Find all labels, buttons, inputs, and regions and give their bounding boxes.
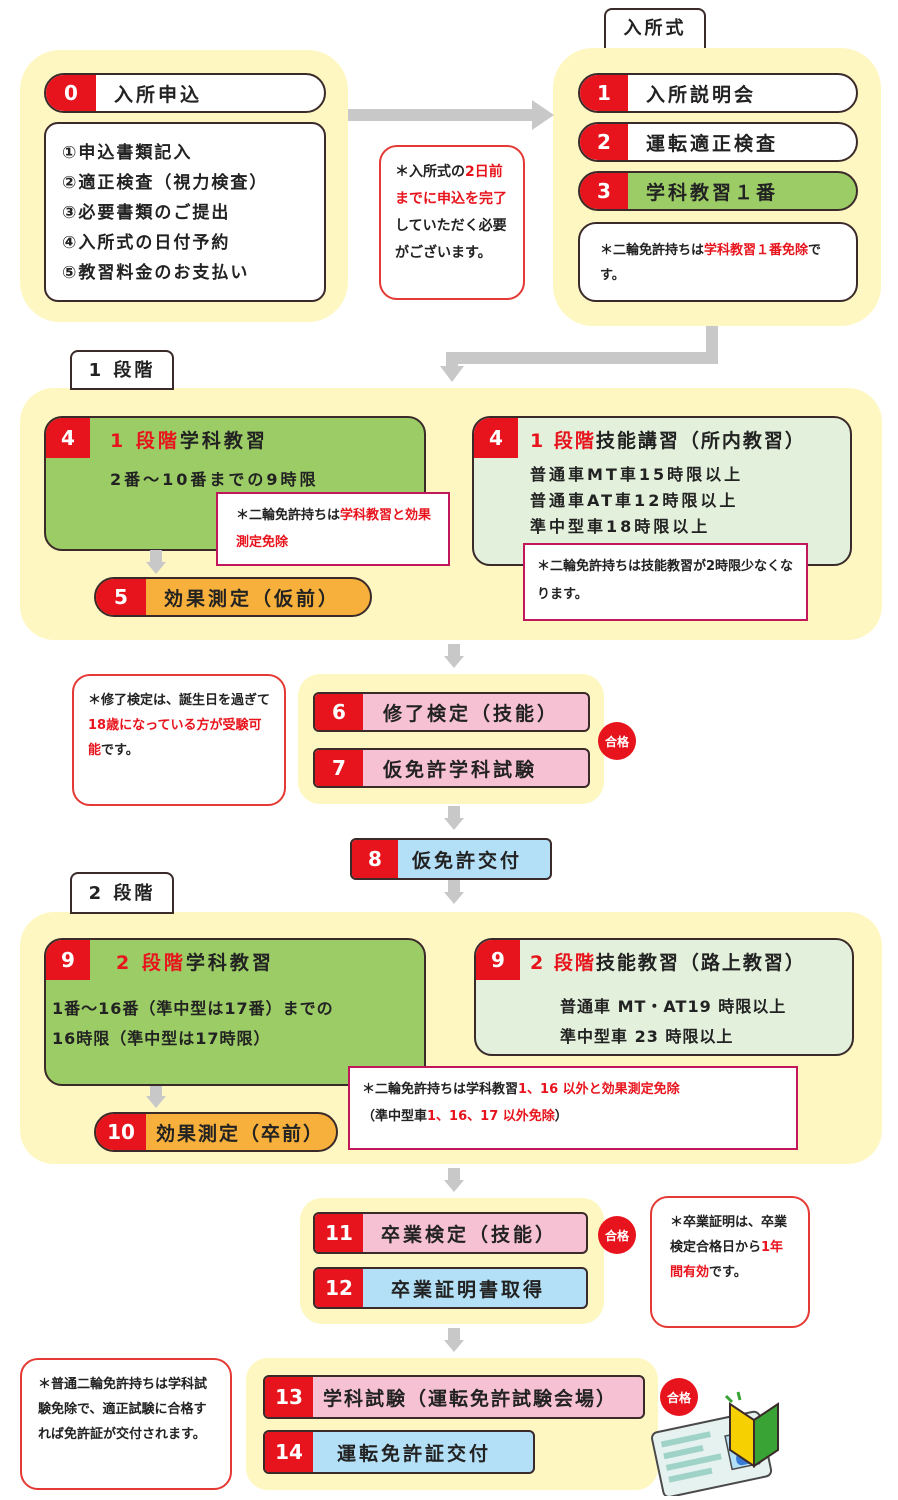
step-13-written-test: 13 学科試験（運転免許試験会場）	[263, 1375, 645, 1419]
arrow-down-icon	[444, 1328, 464, 1352]
step-0-number: 0	[46, 75, 96, 111]
note-step6-age: ＊修了検定は、誕生日を過ぎて18歳になっている方が受験可能です。	[72, 674, 286, 806]
step-14-number: 14	[265, 1432, 313, 1472]
step-4-practice-title: 1 段階技能講習（所内教習）	[530, 430, 806, 452]
step-4-description: 2番〜10番までの9時限	[110, 470, 319, 489]
step-2-label: 運転適正検査	[646, 132, 779, 155]
note-step9: ＊二輪免許持ちは学科教習1、16 以外と効果測定免除 （準中型車1、16、17 …	[348, 1066, 798, 1150]
tab-stage-1: 1 段階	[70, 350, 174, 390]
step-13-number: 13	[265, 1377, 313, 1417]
step-1-label: 入所説明会	[646, 83, 757, 106]
step-5-number: 5	[96, 579, 146, 615]
pass-badge: 合格	[598, 1216, 636, 1254]
arrow-down-icon	[444, 880, 464, 904]
step-2-aptitude-test: 2 運転適正検査	[578, 122, 858, 162]
step-9-number: 9	[46, 940, 90, 980]
step-6-label: 修了検定（技能）	[383, 702, 560, 725]
arrow-down-icon	[440, 326, 718, 382]
step-11-number: 11	[315, 1214, 363, 1252]
tab-nyushoshiki: 入所式	[604, 8, 706, 48]
step-11-label: 卒業検定（技能）	[381, 1223, 558, 1246]
step-9-title: 2 段階学科教習	[116, 952, 274, 974]
arrow-right-icon	[348, 100, 554, 130]
step-12-label: 卒業証明書取得	[391, 1278, 546, 1301]
step-12-number: 12	[315, 1269, 363, 1307]
arrow-down-icon	[444, 806, 464, 830]
step-6-completion-test: 6 修了検定（技能）	[313, 692, 590, 732]
checklist-item: ②適正検査（視力検査）	[62, 173, 269, 193]
step-7-label: 仮免許学科試験	[383, 758, 538, 781]
step-3-label: 学科教習１番	[646, 181, 779, 204]
arrow-down-icon	[444, 644, 464, 668]
step-4-practice-hours: 普通車MT車15時限以上 普通車AT車12時限以上 準中型車18時限以上	[530, 465, 744, 536]
step-6-number: 6	[315, 694, 363, 730]
note-step4-lecture: ＊二輪免許持ちは学科教習と効果測定免除	[216, 492, 450, 566]
note-step4-practice: ＊二輪免許持ちは技能教習が2時限少なくなります。	[523, 543, 808, 621]
arrow-down-icon	[146, 550, 166, 574]
tab-underline	[70, 388, 174, 390]
step-4-title: 1 段階学科教習	[110, 430, 268, 452]
step-7-number: 7	[315, 750, 363, 786]
beginner-driver-mark-icon	[724, 1391, 779, 1468]
step-13-label: 学科試験（運転免許試験会場）	[323, 1387, 618, 1410]
tab-underline	[70, 912, 174, 914]
step-10-label: 効果測定（卒前）	[156, 1122, 325, 1145]
step-8-label: 仮免許交付	[412, 849, 523, 872]
checklist-item: ④入所式の日付予約	[62, 233, 231, 253]
arrow-down-icon	[444, 1168, 464, 1192]
step-12-graduation-certificate: 12 卒業証明書取得	[313, 1267, 588, 1309]
step-5-effect-test: 5 効果測定（仮前）	[94, 577, 372, 617]
checklist-item: ①申込書類記入	[62, 143, 193, 163]
step-9-stage2-road-practice: 9 2 段階技能教習（路上教習） 普通車 MT・AT19 時限以上 準中型車 2…	[474, 938, 854, 1056]
checklist-item: ③必要書類のご提出	[62, 203, 231, 223]
checklist-item: ⑤教習料金のお支払い	[62, 263, 250, 283]
arrow-down-icon	[146, 1086, 166, 1108]
note-apply-deadline: ＊入所式の2日前までに申込を完了していただく必要がございます。	[379, 145, 525, 300]
note-step11-validity: ＊卒業証明は、卒業検定合格日から1年間有効です。	[650, 1196, 810, 1328]
step-4-number: 4	[474, 418, 518, 458]
step-9-stage2-lecture: 9 2 段階学科教習 1番〜16番（準中型は17番）までの 16時限（準中型は1…	[44, 938, 426, 1086]
step-14-label: 運転免許証交付	[337, 1442, 492, 1465]
step-9-number: 9	[476, 940, 520, 980]
step-14-license-issuance: 14 運転免許証交付	[263, 1430, 535, 1474]
step-4-stage1-practice: 4 1 段階技能講習（所内教習） 普通車MT車15時限以上 普通車AT車12時限…	[472, 416, 852, 566]
step-10-number: 10	[96, 1114, 146, 1150]
note-step13-motorcycle: ＊普通二輪免許持ちは学科試験免除で、適正試験に合格すれば免許証が交付されます。	[20, 1358, 232, 1490]
step-1-number: 1	[580, 75, 628, 111]
pass-badge: 合格	[598, 722, 636, 760]
pass-badge: 合格	[660, 1378, 698, 1416]
step-0-apply: 0 入所申込	[44, 73, 326, 113]
step-7-provisional-written-test: 7 仮免許学科試験	[313, 748, 590, 788]
apply-checklist: ①申込書類記入 ②適正検査（視力検査） ③必要書類のご提出 ④入所式の日付予約 …	[44, 122, 326, 302]
step-5-label: 効果測定（仮前）	[164, 587, 341, 610]
step-3-lecture-1: 3 学科教習１番	[578, 171, 858, 211]
note-step3: ＊二輪免許持ちは学科教習１番免除です。	[578, 222, 858, 302]
step-8-provisional-license: 8 仮免許交付	[350, 838, 552, 880]
step-9-practice-title: 2 段階技能教習（路上教習）	[530, 952, 806, 974]
step-0-label: 入所申込	[114, 83, 203, 106]
step-11-graduation-test: 11 卒業検定（技能）	[313, 1212, 588, 1254]
step-8-number: 8	[352, 840, 398, 878]
step-10-effect-test: 10 効果測定（卒前）	[94, 1112, 338, 1152]
tab-stage-2: 2 段階	[70, 872, 174, 914]
step-3-number: 3	[580, 173, 628, 209]
step-9-description: 1番〜16番（準中型は17番）までの 16時限（準中型は17時限）	[52, 999, 334, 1048]
step-2-number: 2	[580, 124, 628, 160]
step-1-orientation: 1 入所説明会	[578, 73, 858, 113]
step-4-number: 4	[46, 418, 90, 458]
step-9-practice-hours: 普通車 MT・AT19 時限以上 準中型車 23 時限以上	[560, 997, 787, 1046]
